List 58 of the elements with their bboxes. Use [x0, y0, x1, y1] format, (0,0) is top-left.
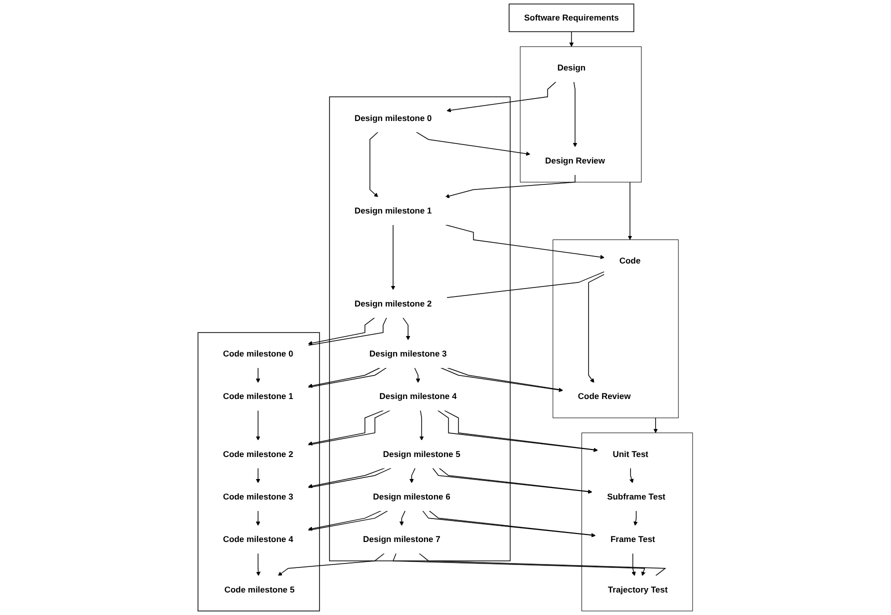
node-text: Code milestone 1: [223, 392, 294, 402]
arrow: [256, 552, 261, 576]
arrow: [370, 132, 379, 198]
node-text: Design Review: [545, 156, 606, 166]
node-text: Design milestone 5: [383, 449, 461, 459]
arrow: [392, 552, 646, 576]
connector: [446, 271, 605, 298]
arrow: [569, 31, 574, 47]
cluster: [198, 332, 320, 612]
node-text: Design: [558, 63, 586, 73]
node-box: Software Requirements: [508, 4, 634, 32]
arrow: [573, 81, 578, 148]
node-text: Frame Test: [610, 534, 656, 544]
cluster: [329, 96, 511, 562]
arrow: [445, 174, 576, 198]
arrow: [308, 317, 376, 346]
arrow: [402, 317, 410, 340]
arrow: [445, 224, 605, 260]
arrow: [416, 132, 531, 156]
arrow: [256, 510, 260, 526]
arrow: [630, 468, 634, 484]
arrow: [400, 510, 406, 526]
cluster: [582, 432, 694, 612]
cluster: [552, 240, 679, 418]
arrow: [588, 274, 605, 383]
node-text: Trajectory Test: [608, 584, 668, 594]
arrow: [256, 468, 260, 484]
cluster: [520, 46, 642, 182]
node-text: Code milestone 2: [223, 449, 294, 459]
node-text: Code: [620, 256, 641, 266]
node-text: Code milestone 3: [223, 492, 294, 502]
arrow: [256, 410, 260, 441]
arrow: [278, 552, 385, 576]
arrow: [632, 552, 636, 576]
node-text: Subframe Test: [607, 492, 666, 502]
node-text: Design milestone 2: [354, 298, 432, 308]
node-text: Design milestone 6: [373, 492, 451, 502]
arrow: [634, 510, 638, 526]
connector: [308, 317, 388, 346]
node-text: Design milestone 0: [354, 113, 432, 123]
node-text: Unit Test: [612, 449, 649, 459]
arrow: [410, 468, 416, 484]
arrow: [654, 418, 658, 434]
arrow: [628, 182, 632, 240]
node-text: Code milestone 0: [223, 349, 294, 359]
node-text: Design milestone 7: [363, 534, 441, 544]
node-text: Design milestone 3: [370, 349, 447, 359]
node-text: Code Review: [578, 392, 631, 402]
node-text: Design milestone 1: [354, 206, 432, 216]
node-text: Code milestone 5: [224, 584, 295, 594]
node-text: Design milestone 4: [380, 392, 457, 402]
arrow: [256, 367, 260, 383]
arrow: [420, 410, 424, 441]
arrow: [391, 224, 396, 290]
arrow: [446, 81, 557, 112]
connector: [418, 552, 666, 576]
arrow: [414, 367, 420, 383]
node-text: Code milestone 4: [223, 534, 294, 544]
